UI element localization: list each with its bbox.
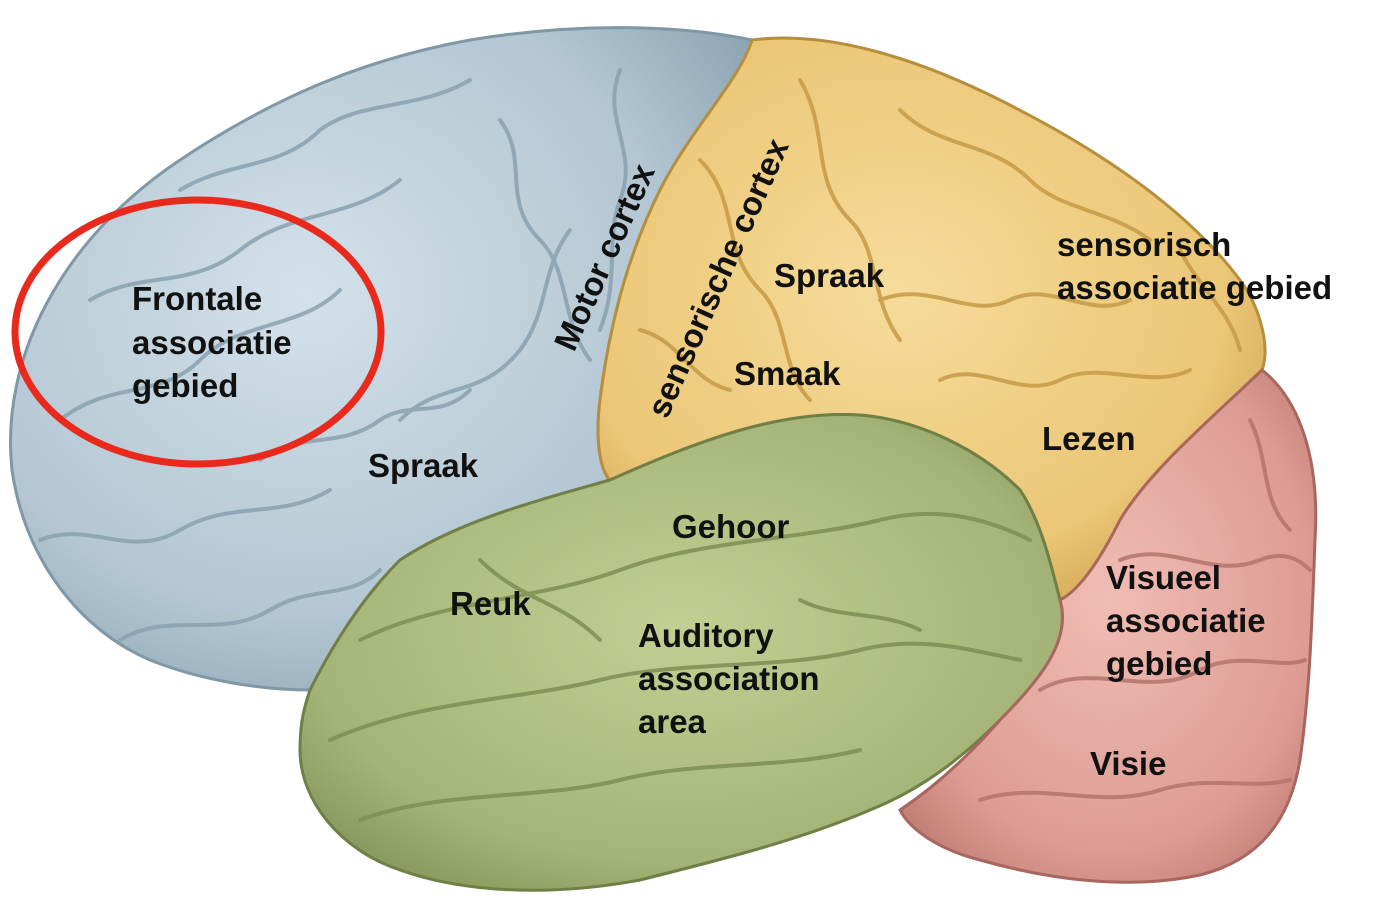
label-taste: Smaak	[734, 355, 841, 392]
label-hearing: Gehoor	[672, 508, 789, 545]
label-speech-parietal: Spraak	[774, 257, 885, 294]
label-frontal-association-line-3: gebied	[132, 367, 238, 404]
label-sensory-association-line-1: sensorisch	[1057, 226, 1231, 263]
label-vision: Visie	[1090, 745, 1166, 782]
label-speech-frontal: Spraak	[368, 447, 479, 484]
label-visual-association-line-1: Visueel	[1106, 559, 1221, 596]
label-auditory-association-line-3: area	[638, 703, 707, 740]
label-visual-association-line-3: gebied	[1106, 645, 1212, 682]
label-auditory-association-line-1: Auditory	[638, 617, 774, 654]
label-frontal-association-line-1: Frontale	[132, 280, 262, 317]
label-auditory-association-line-2: association	[638, 660, 820, 697]
label-reading: Lezen	[1042, 420, 1136, 457]
label-sensory-association-line-2: associatie gebied	[1057, 269, 1332, 306]
label-frontal-association-line-2: associatie	[132, 324, 292, 361]
label-visual-association-line-2: associatie	[1106, 602, 1266, 639]
label-smell: Reuk	[450, 585, 531, 622]
